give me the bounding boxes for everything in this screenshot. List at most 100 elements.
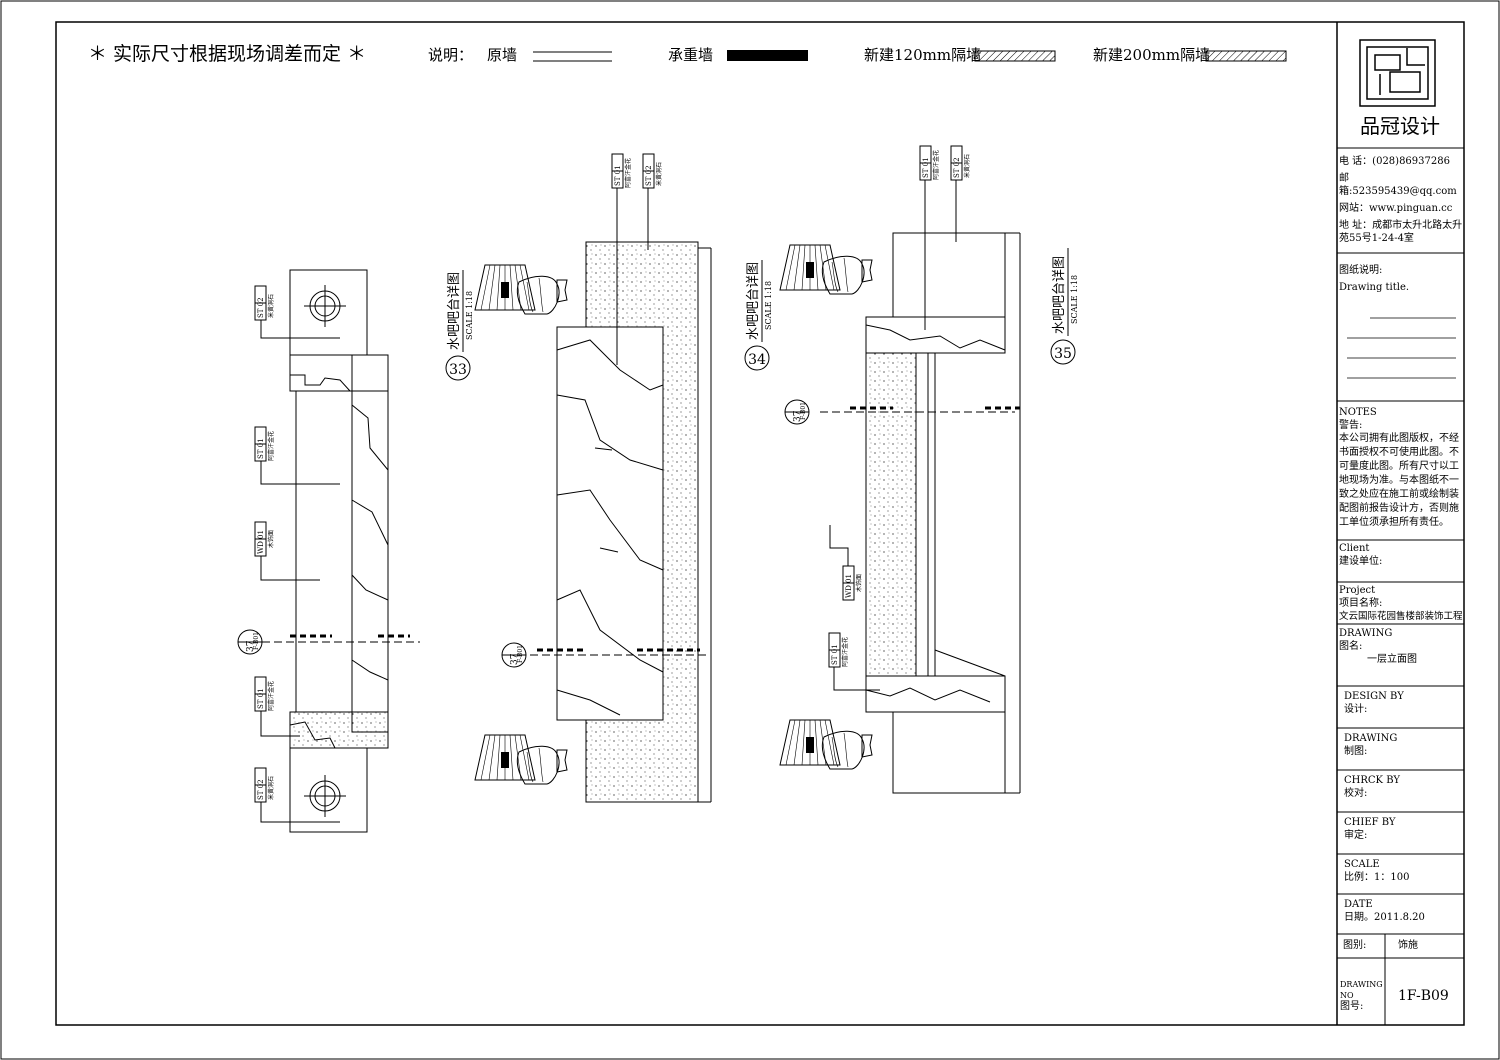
check-en: CHRCK BY [1344,775,1400,786]
svg-text:ST 01: ST 01 [831,644,839,665]
material-tag-st01: ST 01 阿富汗金花 [919,145,940,330]
drawing-number: 35 [1054,346,1072,362]
svg-text:米黄洞石: 米黄洞石 [963,154,971,178]
material-tag-st02: ST 02 米黄洞石 [950,145,971,242]
svg-text:F-B01: F-B01 [517,645,524,663]
material-tag-st02: ST 02 米黄洞石 [254,285,340,339]
date-en: DATE [1344,899,1373,910]
drawing-no-en: DRAWING NO [1340,980,1383,1000]
svg-text:F-B01: F-B01 [253,632,260,650]
project-name: 文云国际花园售楼部装饰工程 [1339,611,1463,622]
draw-block: DRAWING 制图: [1344,732,1469,758]
drawing-en: DRAWING [1339,628,1393,639]
design-block: DESIGN BY 设计: [1344,690,1469,716]
draw-en: DRAWING [1344,733,1398,744]
svg-text:WD 01: WD 01 [845,574,853,598]
drawing-number: 33 [449,362,467,378]
drawing-number: 34 [748,352,766,368]
company-logo [1359,39,1436,107]
legend-200-wall-label: 新建200mm隔墙 [1093,46,1210,64]
svg-text:ST 01: ST 01 [922,157,930,178]
drawing-scale: SCALE 1:18 [1070,275,1079,324]
type-value: 饰施 [1398,940,1418,951]
svg-text:阿富汗金花: 阿富汗金花 [624,158,632,188]
elevation-right [820,232,1021,794]
warning-text: 本公司拥有此图版权，不经书面授权不可使用此图。不可量度此图。所有尺寸以工地现场为… [1339,433,1459,528]
client-cn: 建设单位: [1339,556,1383,567]
design-en: DESIGN BY [1344,691,1404,702]
notes-block: NOTES 警告: 本公司拥有此图版权，不经书面授权不可使用此图。不可量度此图。… [1339,406,1464,530]
project-en: Project [1339,585,1376,596]
section-mark-middle: 37 F-B01 [501,642,527,668]
address-text: 地 址：成都市太升北路太升苑55号1-24-4室 [1339,220,1463,244]
legend-bearing-wall-symbol [727,50,808,61]
scale-en: SCALE [1344,859,1380,870]
legend-title: 说明： [428,46,473,64]
drawing-name: 一层立面图 [1367,654,1417,665]
legend-120-wall-label: 新建120mm隔墙 [864,46,981,64]
material-tag-st01: ST 01 阿富汗金花 [254,426,340,485]
drawing-scale: SCALE 1:18 [465,291,474,340]
client-block: Client 建设单位: [1339,542,1464,568]
drawing-no-block: DRAWING NO 图号: [1340,979,1385,1012]
website-text: 网站：www.pinguan.cc [1339,203,1453,214]
section-mark-right: 37 F-B01 [784,399,810,425]
svg-text:ST 02: ST 02 [953,157,961,178]
company-name: 品冠设计 [1360,114,1440,138]
material-tag-st01: ST 01 阿富汗金花 [611,153,632,365]
elevation-middle [530,241,712,803]
chief-en: CHIEF BY [1344,817,1396,828]
drawing-title: 水吧吧台详图 [447,272,462,350]
svg-text:米黄洞石: 米黄洞石 [267,776,275,800]
material-tag-wd01: WD 01 木饰面 [829,525,863,601]
svg-text:木饰面: 木饰面 [855,574,863,592]
warning-label: 警告: [1339,420,1363,431]
svg-text:ST 02: ST 02 [257,297,265,318]
legend-original-wall-symbol [533,51,612,62]
svg-text:阿富汗金花: 阿富汗金花 [267,431,275,461]
svg-text:阿富汗金花: 阿富汗金花 [932,150,940,180]
drawing-frame [55,21,1465,1026]
material-tag-st01: ST 01 阿富汗金花 [254,676,300,737]
svg-text:37: 37 [510,653,520,665]
email-text: 邮 箱:523595439@qq.com [1339,173,1457,197]
svg-text:米黄洞石: 米黄洞石 [655,162,663,186]
client-en: Client [1339,543,1370,554]
svg-text:F-B01: F-B01 [800,402,807,420]
svg-text:ST 01: ST 01 [257,438,265,459]
contact-info: 电 话：(028)86937286 邮 箱:523595439@qq.com 网… [1339,155,1464,245]
svg-text:阿富汗金花: 阿富汗金花 [267,681,275,711]
date-cn: 日期。2011.8.20 [1344,912,1425,923]
chief-cn: 审定: [1344,830,1368,841]
drawing-no-cn: 图号: [1340,1001,1364,1012]
drawing-scale: SCALE 1:18 [764,281,773,330]
type-label: 图别: [1343,940,1367,951]
svg-text:ST 01: ST 01 [614,165,622,186]
check-block: CHRCK BY 校对: [1344,774,1469,800]
scale-block: SCALE 比例：1：100 [1344,858,1469,884]
project-block: Project 项目名称: 文云国际花园售楼部装饰工程 [1339,584,1464,623]
legend-200-wall-symbol [1205,50,1287,62]
header-note: ＊ 实际尺寸根据现场调差而定 ＊ [88,43,366,65]
notes-label: NOTES [1339,407,1377,418]
drawing-desc-block: 图纸说明: Drawing title. [1339,264,1464,294]
phone-text: 电 话：(028)86937286 [1339,156,1450,167]
drawing-desc-label: 图纸说明: [1339,265,1383,276]
drawing-cn: 图名: [1339,641,1363,652]
legend-120-wall-symbol [974,50,1056,62]
drawing-title-34: 34 水吧吧台详图 SCALE 1:18 [744,260,773,371]
elevation-left [262,269,420,833]
drawing-no-value: 1F-B09 [1398,988,1449,1004]
project-cn: 项目名称: [1339,598,1383,609]
legend-bearing-wall-label: 承重墙 [668,46,713,64]
drawing-desc-en: Drawing title. [1339,282,1410,293]
scale-cn: 比例：1：100 [1344,872,1410,883]
check-cn: 校对: [1344,788,1368,799]
drawing-title-33: 33 水吧吧台详图 SCALE 1:18 [445,270,474,381]
design-cn: 设计: [1344,704,1368,715]
svg-text:米黄洞石: 米黄洞石 [267,294,275,318]
material-tag-st02: ST 02 米黄洞石 [254,767,340,823]
svg-text:37: 37 [246,640,256,652]
section-mark-left: 37 F-B01 [237,629,263,655]
chief-block: CHIEF BY 审定: [1344,816,1469,842]
